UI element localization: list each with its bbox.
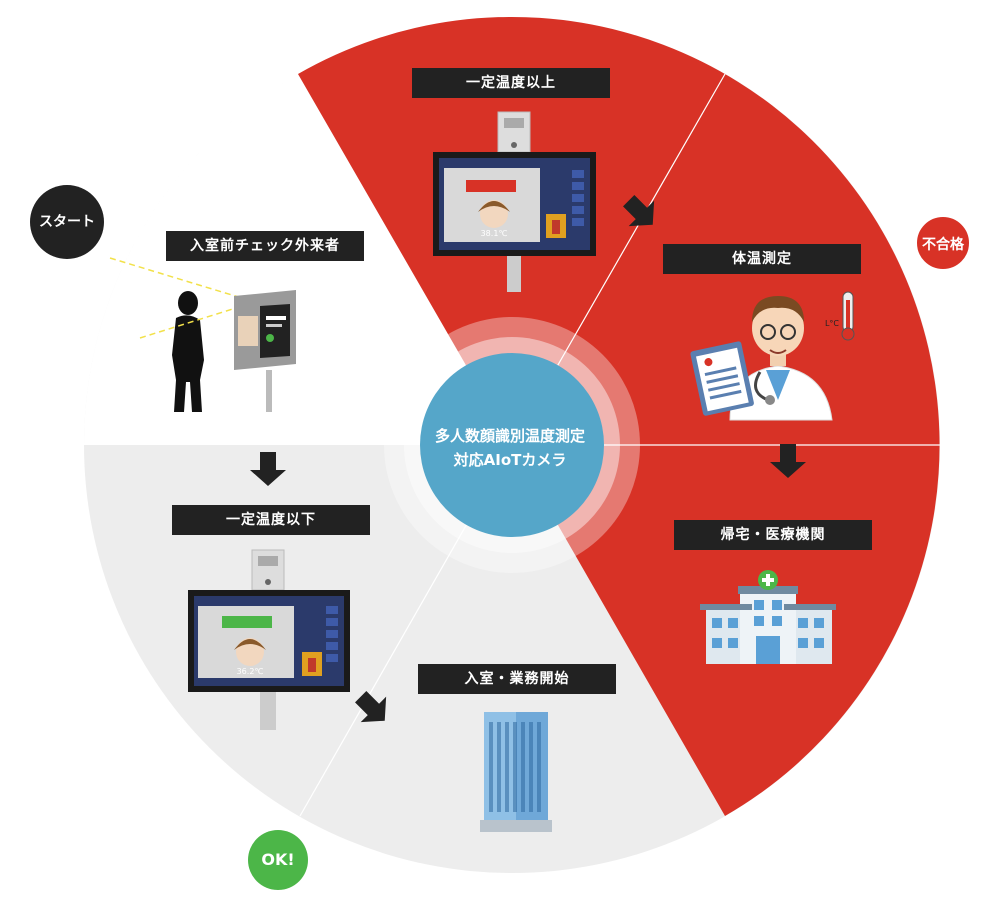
hospital-icon [700,570,836,664]
doctor-icon [690,296,833,421]
arrow-icon [250,452,286,486]
thermometer-icon [841,291,855,341]
label-body-temp: 体温測定 [663,244,861,274]
label-go-home: 帰宅・医療機関 [674,520,872,550]
monitor-icon [433,111,596,292]
above-temp-reading: 38.1℃ [481,229,508,238]
label-entry-check: 入室前チェック外来者 [166,231,364,261]
start-badge: スタート [30,185,104,259]
label-enter-work: 入室・業務開始 [418,664,616,694]
arrow-icon [623,195,655,227]
center-title-line1: 多人数顔識別温度測定 [434,427,585,445]
person-silhouette-icon [172,291,204,412]
office-building-icon [480,712,552,832]
label-below-temp: 一定温度以下 [172,505,370,535]
center-title-line2: 対応AIoTカメラ [453,451,567,469]
camera-kiosk-icon [234,290,296,412]
center-circle [420,353,604,537]
monitor-icon [188,549,350,730]
ok-badge: OK! [248,830,308,890]
arrow-icon [355,691,387,723]
thermometer-unit: L°C [825,319,839,328]
arrow-icon [770,444,806,478]
below-temp-reading: 36.2℃ [237,667,264,676]
scan-beam [109,257,256,303]
label-above-temp: 一定温度以上 [412,68,610,98]
fail-badge: 不合格 [915,215,971,271]
